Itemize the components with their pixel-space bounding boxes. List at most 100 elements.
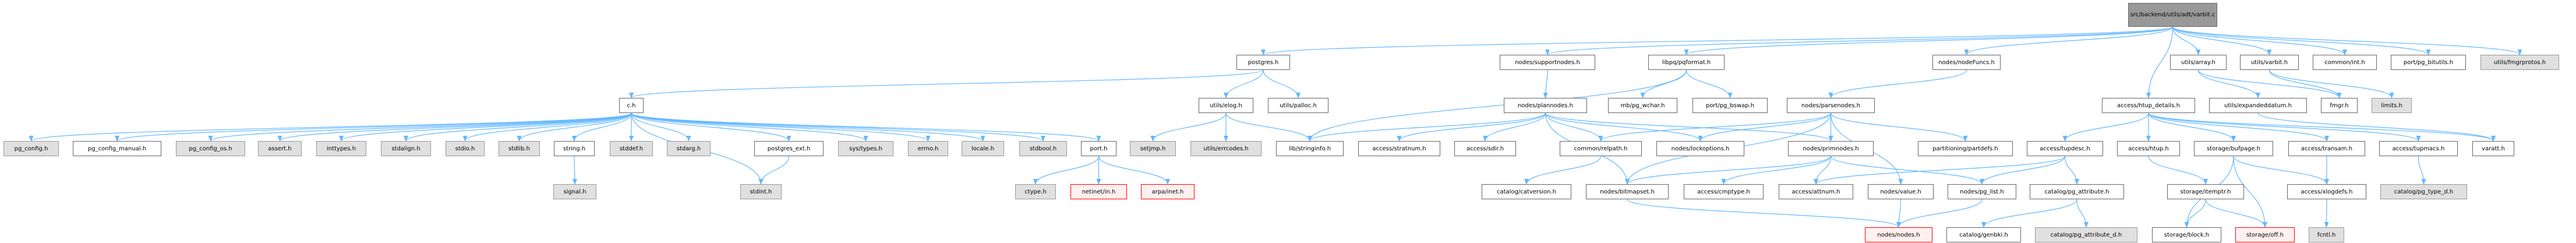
node-postgres-h[interactable]: postgres.h: [1236, 55, 1290, 70]
node-label: nodes/pg_list.h: [1960, 188, 2004, 195]
node-label: utils/palloc.h: [1280, 102, 1317, 109]
node-access-cmptype-h[interactable]: access/cmptype.h: [1684, 184, 1764, 199]
node-libpq-pqformat-h[interactable]: libpq/pqformat.h: [1648, 55, 1725, 70]
node-stdarg-h[interactable]: stdarg.h: [667, 141, 711, 156]
node-access-sdir-h[interactable]: access/sdir.h: [1454, 141, 1516, 156]
node-c-h[interactable]: c.h: [619, 98, 644, 113]
node-label: utils/fmgrprotos.h: [2493, 59, 2546, 66]
node-access-stratnum-h[interactable]: access/stratnum.h: [1358, 141, 1440, 156]
node-fmgr-h[interactable]: fmgr.h: [2321, 98, 2358, 113]
node-nodes-pg-list-h[interactable]: nodes/pg_list.h: [1948, 184, 2016, 199]
node-storage-off-h[interactable]: storage/off.h: [2235, 227, 2295, 242]
node-nodes-plannodes-h[interactable]: nodes/plannodes.h: [1504, 98, 1587, 113]
edge-src-backend-utils-adt-varbit-c-to-port-pg-bitutils-h: [2172, 26, 2431, 55]
node-pg-config-manual-h[interactable]: pg_config_manual.h: [73, 141, 161, 156]
node-label: catalog/pg_attribute.h: [2044, 188, 2109, 195]
edge-c-h-to-stdalign-h: [404, 112, 632, 142]
node-catalog-catversion-h[interactable]: catalog/catversion.h: [1482, 184, 1571, 199]
node-storage-itemptr-h[interactable]: storage/itemptr.h: [2167, 184, 2244, 199]
node-pg-config-h[interactable]: pg_config.h: [3, 141, 59, 156]
node-label: nodes/parsenodes.h: [1801, 102, 1861, 109]
node-src-backend-utils-adt-varbit-c[interactable]: src/backend/utils/adt/varbit.c: [2128, 3, 2217, 27]
node-utils-array-h[interactable]: utils/array.h: [2170, 55, 2227, 70]
node-postgres-ext-h[interactable]: postgres_ext.h: [754, 141, 824, 156]
node-string-h[interactable]: string.h: [554, 141, 595, 156]
edge-c-h-to-inttypes-h: [339, 112, 632, 142]
edge-utils-array-h-to-fmgr-h: [2197, 69, 2342, 98]
node-utils-varbit-h[interactable]: utils/varbit.h: [2240, 55, 2299, 70]
node-stdalign-h[interactable]: stdalign.h: [381, 141, 431, 156]
edge-storage-bufpage-h-to-access-xlogdefs-h: [2233, 156, 2329, 185]
node-nodes-parsenodes-h[interactable]: nodes/parsenodes.h: [1787, 98, 1875, 113]
edge-nodes-parsenodes-h-to-common-relpath-h: [1598, 112, 1832, 142]
node-access-xlogdefs-h[interactable]: access/xlogdefs.h: [2287, 184, 2366, 199]
node-catalog-pg-attribute-d-h[interactable]: catalog/pg_attribute_d.h: [2035, 227, 2137, 242]
node-nodes-nodefuncs-h[interactable]: nodes/nodeFuncs.h: [1932, 55, 2001, 70]
edge-nodes-plannodes-h-to-access-sdir-h: [1483, 112, 1546, 142]
edge-c-h-to-pg-config-manual-h: [115, 112, 632, 142]
node-storage-bufpage-h[interactable]: storage/bufpage.h: [2194, 141, 2273, 156]
node-catalog-pg-attribute-h[interactable]: catalog/pg_attribute.h: [2030, 184, 2124, 199]
node-nodes-primnodes-h[interactable]: nodes/primnodes.h: [1788, 141, 1874, 156]
node-limits-h[interactable]: limits.h: [2372, 98, 2412, 113]
edge-utils-expandeddatum-h-to-varatt-h: [2257, 112, 2496, 142]
node-access-tupdesc-h[interactable]: access/tupdesc.h: [2027, 141, 2103, 156]
node-common-relpath-h[interactable]: common/relpath.h: [1560, 141, 1642, 156]
node-port-pg-bitutils-h[interactable]: port/pg_bitutils.h: [2391, 55, 2466, 70]
node-nodes-nodes-h[interactable]: nodes/nodes.h: [1865, 227, 1932, 242]
node-label: port.h: [1090, 145, 1108, 152]
node-access-attnum-h[interactable]: access/attnum.h: [1779, 184, 1853, 199]
edge-src-backend-utils-adt-varbit-c-to-postgres-h: [1261, 26, 2174, 55]
node-nodes-lockoptions-h[interactable]: nodes/lockoptions.h: [1656, 141, 1744, 156]
node-common-int-h[interactable]: common/int.h: [2313, 55, 2377, 70]
node-label: access/htup_details.h: [2117, 102, 2180, 109]
node-partitioning-partdefs-h[interactable]: partitioning/partdefs.h: [1918, 141, 2013, 156]
node-mb-pg-wchar-h[interactable]: mb/pg_wchar.h: [1608, 98, 1677, 113]
edge-storage-itemptr-h-to-storage-off-h: [2205, 199, 2267, 228]
node-label: stdio.h: [455, 145, 475, 152]
node-utils-elog-h[interactable]: utils/elog.h: [1199, 98, 1253, 113]
node-sys-types-h[interactable]: sys/types.h: [838, 141, 893, 156]
edge-access-htup-details-h-to-access-tupdesc-h: [2062, 112, 2149, 142]
node-arpa-inet-h[interactable]: arpa/inet.h: [1141, 184, 1195, 199]
node-stdio-h[interactable]: stdio.h: [446, 141, 485, 156]
node-nodes-bitmapset-h[interactable]: nodes/bitmapset.h: [1586, 184, 1669, 199]
node-pg-config-os-h[interactable]: pg_config_os.h: [176, 141, 245, 156]
node-port-h[interactable]: port.h: [1081, 141, 1116, 156]
node-utils-palloc-h[interactable]: utils/palloc.h: [1268, 98, 1328, 113]
node-nodes-supportnodes-h[interactable]: nodes/supportnodes.h: [1500, 55, 1595, 70]
node-fcntl-h[interactable]: fcntl.h: [2309, 227, 2344, 242]
node-access-htup-details-h[interactable]: access/htup_details.h: [2102, 98, 2195, 113]
node-storage-block-h[interactable]: storage/block.h: [2152, 227, 2221, 242]
node-access-tupmacs-h[interactable]: access/tupmacs.h: [2379, 141, 2458, 156]
node-stddef-h[interactable]: stddef.h: [610, 141, 653, 156]
node-port-pg-bswap-h[interactable]: port/pg_bswap.h: [1692, 98, 1768, 113]
node-label: nodes/nodes.h: [1877, 231, 1920, 238]
node-errno-h[interactable]: errno.h: [908, 141, 948, 156]
node-stdbool-h[interactable]: stdbool.h: [1019, 141, 1067, 156]
node-stdint-h[interactable]: stdint.h: [740, 184, 782, 199]
node-label: errno.h: [917, 145, 939, 152]
node-netinet-in-h[interactable]: netinet/in.h: [1070, 184, 1127, 199]
node-label: access/tupdesc.h: [2040, 145, 2090, 152]
node-lib-stringinfo-h[interactable]: lib/stringinfo.h: [1276, 141, 1344, 156]
node-access-htup-h[interactable]: access/htup.h: [2117, 141, 2180, 156]
node-catalog-pg-type-d-h[interactable]: catalog/pg_type_d.h: [2380, 184, 2467, 199]
node-label: common/int.h: [2324, 59, 2365, 66]
node-access-transam-h[interactable]: access/transam.h: [2288, 141, 2365, 156]
node-utils-expandeddatum-h[interactable]: utils/expandeddatum.h: [2209, 98, 2307, 113]
node-utils-fmgrprotos-h[interactable]: utils/fmgrprotos.h: [2480, 55, 2559, 70]
node-nodes-value-h[interactable]: nodes/value.h: [1868, 184, 1934, 199]
node-ctype-h[interactable]: ctype.h: [1015, 184, 1056, 199]
node-locale-h[interactable]: locale.h: [962, 141, 1004, 156]
node-setjmp-h[interactable]: setjmp.h: [1130, 141, 1176, 156]
node-catalog-genbki-h[interactable]: catalog/genbki.h: [1946, 227, 2021, 242]
node-utils-errcodes-h[interactable]: utils/errcodes.h: [1190, 141, 1262, 156]
node-inttypes-h[interactable]: inttypes.h: [316, 141, 366, 156]
node-stdlib-h[interactable]: stdlib.h: [499, 141, 540, 156]
node-signal-h[interactable]: signal.h: [553, 184, 596, 199]
edge-c-h-to-stdio-h: [462, 112, 632, 142]
node-assert-h[interactable]: assert.h: [258, 141, 302, 156]
node-varatt-h[interactable]: varatt.h: [2472, 141, 2514, 156]
